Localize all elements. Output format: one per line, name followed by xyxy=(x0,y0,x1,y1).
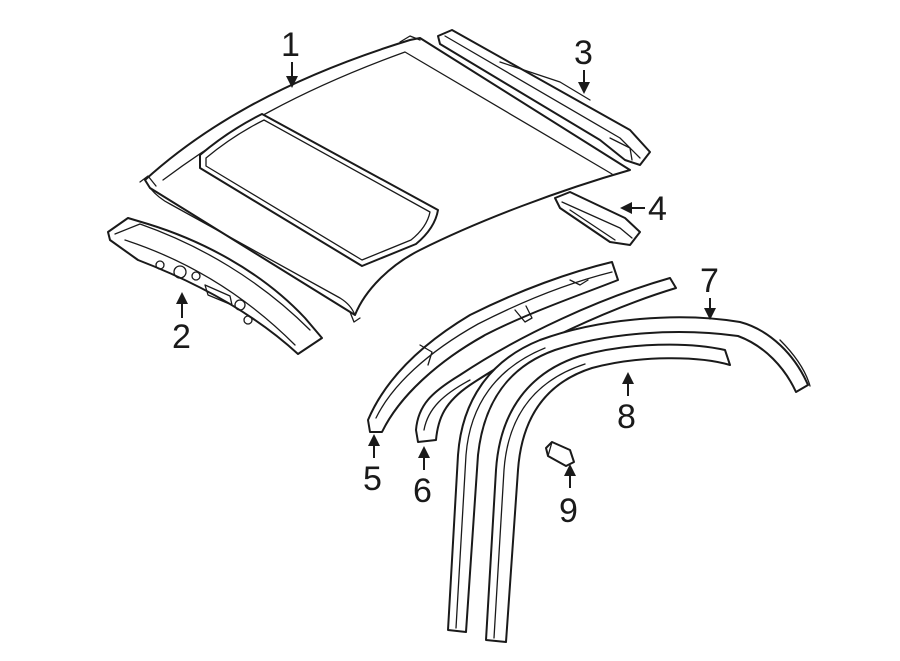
sunroof-opening xyxy=(199,113,439,267)
svg-text:4: 4 xyxy=(648,190,667,228)
svg-text:6: 6 xyxy=(413,472,432,510)
svg-text:1: 1 xyxy=(281,26,300,64)
front-header-rail[interactable] xyxy=(107,217,323,355)
callout-4: 4 xyxy=(620,190,667,228)
roof-reinforcement[interactable] xyxy=(367,261,619,433)
svg-text:8: 8 xyxy=(617,398,636,436)
weatherstrip[interactable] xyxy=(415,277,677,443)
roof-panel[interactable] xyxy=(139,35,631,323)
svg-text:2: 2 xyxy=(172,318,191,356)
svg-text:9: 9 xyxy=(559,492,578,530)
callout-9: 9 xyxy=(559,464,578,530)
callout-7: 7 xyxy=(700,262,719,320)
roof-side-rail-upper[interactable] xyxy=(437,29,651,166)
callout-8: 8 xyxy=(617,372,636,436)
callout-1: 1 xyxy=(281,26,300,88)
svg-text:5: 5 xyxy=(363,460,382,498)
inner-molding[interactable] xyxy=(485,343,731,643)
svg-text:3: 3 xyxy=(574,34,593,72)
callout-3: 3 xyxy=(574,34,593,94)
roof-side-rail-lower[interactable] xyxy=(554,191,641,246)
outer-molding[interactable] xyxy=(447,316,811,633)
callout-6: 6 xyxy=(413,446,432,510)
callout-5: 5 xyxy=(363,434,382,498)
callout-2: 2 xyxy=(172,292,191,356)
svg-text:7: 7 xyxy=(700,262,719,300)
clip-fastener[interactable] xyxy=(545,441,575,467)
